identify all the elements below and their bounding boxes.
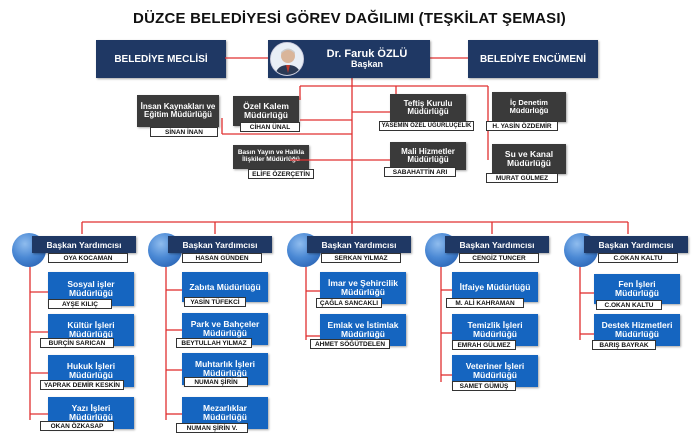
d4-unit-1-person: M. ALİ KAHRAMAN [446, 298, 524, 308]
water-sewer-unit: Su ve Kanal Müdürlüğü [492, 144, 566, 174]
deputy-4-title: Başkan Yardımcısı [445, 236, 549, 253]
finance-person: SABAHATTİN ARI [384, 167, 456, 177]
d4-unit-3-person: SAMET GÜMÜŞ [452, 381, 516, 391]
deputy-3-title: Başkan Yardımcısı [307, 236, 411, 253]
inspection-unit: Teftiş Kurulu Müdürlüğü [390, 94, 466, 122]
d2-unit-3-person: NUMAN ŞİRİN [184, 377, 248, 387]
chart-title: DÜZCE BELEDİYESİ GÖREV DAĞILIMI (TEŞKİLA… [133, 10, 566, 27]
deputy-5-title: Başkan Yardımcısı [584, 236, 688, 253]
private-office-unit: Özel Kalem Müdürlüğü [233, 96, 299, 126]
finance-unit: Mali Hizmetler Müdürlüğü [390, 142, 466, 170]
deputy-5-name: C.OKAN KALTU [598, 253, 678, 263]
water-sewer-person: MURAT GÜLMEZ [486, 173, 558, 183]
internal-audit-person: H. YASİN ÖZDEMİR [486, 121, 558, 131]
d2-unit-4-person: NUMAN ŞİRİN V. [176, 423, 248, 433]
d2-unit-2-person: BEYTULLAH YILMAZ [176, 338, 252, 348]
press-unit: Basın Yayın ve Halkla İlişkiler Müdürlüğ… [233, 145, 309, 169]
private-office-person: CİHAN ÜNAL [240, 122, 300, 132]
d1-unit-3-person: YAPRAK DEMİR KESKİN [40, 380, 124, 390]
d2-unit-1-person: YASİN TÜFEKCİ [184, 297, 246, 307]
d5-unit-1: Fen İşleri Müdürlüğü [594, 274, 680, 304]
committee-box: BELEDİYE ENCÜMENİ [468, 40, 598, 78]
mayor-name: Dr. Faruk ÖZLÜ [326, 48, 408, 60]
deputy-3-name: SERKAN YILMAZ [321, 253, 401, 263]
council-box: BELEDİYE MECLİSİ [96, 40, 226, 78]
deputy-2-name: HASAN GÜNDEN [182, 253, 262, 263]
deputy-4-name: CENGİZ TUNCER [459, 253, 539, 263]
hr-person: SİNAN İNAN [150, 127, 218, 137]
deputy-1-name: OYA KOCAMAN [48, 253, 128, 263]
person-icon [271, 43, 303, 75]
d3-unit-1-person: ÇAĞLA SANCAKLI [316, 298, 382, 308]
deputy-2-title: Başkan Yardımcısı [168, 236, 272, 253]
d5-unit-1-person: C.OKAN KALTU [596, 300, 662, 310]
mayor-photo [270, 42, 304, 76]
d1-unit-4: Yazı İşleri Müdürlüğü [48, 397, 134, 429]
deputy-1-title: Başkan Yardımcısı [32, 236, 136, 253]
d4-unit-1: İtfaiye Müdürlüğü [452, 272, 538, 302]
d1-unit-1-person: AYŞE KILIÇ [48, 299, 112, 309]
inspection-person: YASEMİN ÖZEL UĞURLUÇELİK [379, 121, 474, 131]
press-person: ELİFE ÖZERÇETİN [248, 169, 314, 179]
d5-unit-2-person: BARIŞ BAYRAK [592, 340, 656, 350]
d1-unit-4-person: OKAN ÖZKASAP [40, 421, 114, 431]
d3-unit-2-person: AHMET SÖĞÜTDELEN [310, 339, 390, 349]
d4-unit-2-person: EMRAH GÜLMEZ [452, 340, 516, 350]
mayor-role: Başkan [350, 59, 384, 70]
hr-unit: İnsan Kaynakları ve Eğitim Müdürlüğü [137, 95, 219, 127]
internal-audit-unit: İç Denetim Müdürlüğü [492, 92, 566, 122]
d1-unit-2-person: BURÇİN SARICAN [40, 338, 114, 348]
